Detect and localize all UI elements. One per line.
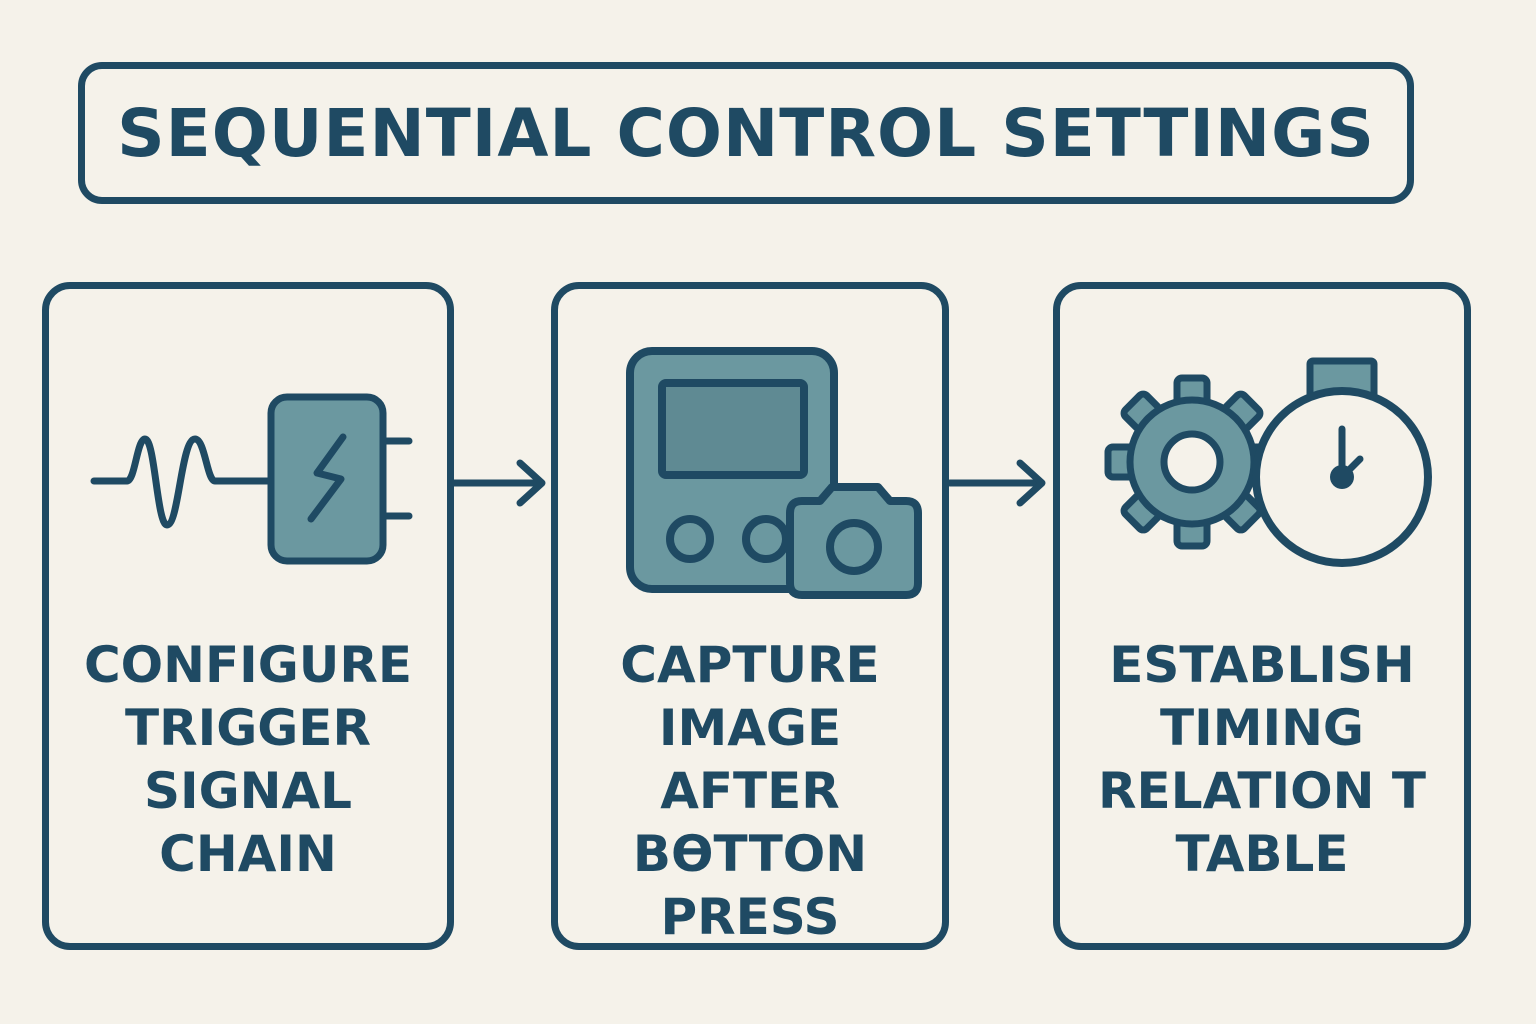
step-label-configure: CONFIGURE TRIGGER SIGNAL CHAIN: [49, 634, 447, 886]
step-label-line: BƟTTON: [632, 825, 868, 883]
title-box: SEQUENTIAL CONTROL SETTINGS: [78, 62, 1414, 204]
step-label-line: AFTER: [660, 762, 840, 820]
step-label-establish: ESTABLISH TIMING RELATION T TABLE: [1060, 634, 1464, 886]
step-label-capture: CAPTURE IMAGE AFTER BƟTTON PRESS: [558, 634, 942, 949]
camera-device-icon: [626, 347, 922, 599]
step-label-line: TRIGGER: [125, 699, 371, 757]
step-panel-configure: CONFIGURE TRIGGER SIGNAL CHAIN: [42, 282, 454, 950]
signal-trigger-icon: [90, 393, 413, 565]
step-label-line: CONFIGURE: [83, 636, 413, 694]
step-label-line: RELATION T: [1098, 762, 1426, 820]
step-label-line: ESTABLISH: [1109, 636, 1415, 694]
step-label-line: SIGNAL: [143, 762, 353, 820]
step-label-line: CAPTURE: [620, 636, 880, 694]
gear-stopwatch-icon: [1104, 357, 1432, 567]
step-panel-establish: ESTABLISH TIMING RELATION T TABLE: [1053, 282, 1471, 950]
step-label-line: TABLE: [1175, 825, 1349, 883]
flow-arrow-icon: [948, 459, 1046, 507]
step-label-line: TIMING: [1160, 699, 1364, 757]
diagram-title: SEQUENTIAL CONTROL SETTINGS: [117, 94, 1375, 172]
step-label-line: PRESS: [660, 888, 840, 946]
step-label-line: IMAGE: [658, 699, 842, 757]
flow-arrow-icon: [452, 459, 546, 507]
stopwatch-icon: [1252, 357, 1432, 567]
step-label-line: CHAIN: [159, 825, 337, 883]
step-panel-capture: CAPTURE IMAGE AFTER BƟTTON PRESS: [551, 282, 949, 950]
gear-icon: [1104, 374, 1280, 550]
